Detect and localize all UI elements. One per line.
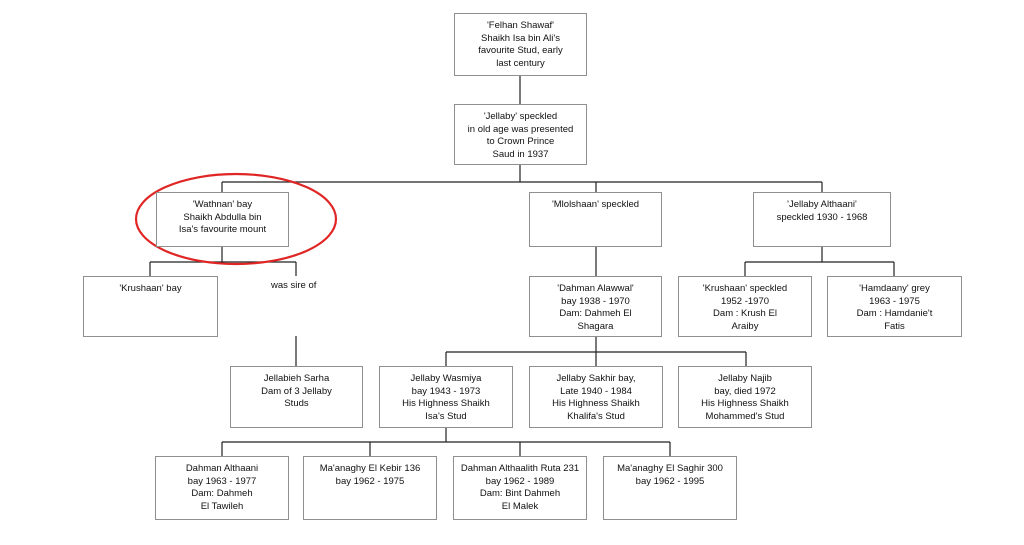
node-line: 'Dahman Alawwal' <box>557 283 634 294</box>
node-line: El Malek <box>501 500 539 512</box>
node-line: Ma'anaghy El Saghir 300 <box>617 463 723 474</box>
node-line: Dam : Hamdanie't <box>856 308 933 319</box>
node-jellaby-althaani: 'Jellaby Althaani'speckled 1930 - 1968 <box>753 192 891 247</box>
node-line: to Crown Prince <box>486 136 555 147</box>
highlight-circle <box>134 172 338 266</box>
node-line: favourite Stud, early <box>478 45 563 56</box>
node-line: 'Jellaby Althaani' <box>787 199 857 210</box>
node-line: bay 1963 - 1977 <box>187 475 257 487</box>
node-line: Fatis <box>884 320 905 332</box>
node-line: Dahman Althaalith Ruta 231 <box>460 463 580 474</box>
node-line: Shaikh Isa bin Ali's <box>481 32 560 44</box>
node-line: 'Felhan Shawaf' <box>486 20 554 31</box>
node-line: bay 1962 - 1975 <box>335 475 405 487</box>
node-line: 'Krushaan' bay <box>119 283 182 294</box>
node-line: Araiby <box>731 320 759 332</box>
node-line: His Highness Shaikh <box>402 398 490 409</box>
node-line: His Highness Shaikh <box>552 398 640 409</box>
node-line: El Tawileh <box>200 500 244 512</box>
node-line: Jellaby Najib <box>718 373 772 384</box>
node-line: Saud in 1937 <box>492 148 549 160</box>
node-line: 1952 -1970 <box>720 295 770 307</box>
node-line: Dam: Bint Dahmeh <box>479 488 561 499</box>
node-line: speckled 1930 - 1968 <box>776 211 868 223</box>
node-line: Isa's Stud <box>425 410 467 422</box>
node-line: 1963 - 1975 <box>869 295 920 307</box>
node-line: Dam : Krush El <box>713 308 777 319</box>
sire-label: was sire of <box>271 280 317 291</box>
node-line: His Highness Shaikh <box>701 398 789 409</box>
node-line: Ma'anaghy El Kebir 136 <box>319 463 421 474</box>
node-line: Studs <box>284 398 309 409</box>
node-line: bay 1962 - 1989 <box>485 475 555 487</box>
node-line: in old age was presented <box>467 123 574 135</box>
node-line: Dam of 3 Jellaby <box>261 385 332 397</box>
node-line: bay 1938 - 1970 <box>561 295 630 307</box>
node-line: 'Hamdaany' grey <box>859 283 930 294</box>
node-line: Shagara <box>577 320 614 332</box>
node-line: 'Mlolshaan' speckled <box>551 199 640 210</box>
node-line: last century <box>496 57 545 69</box>
node-krushaan-bay: 'Krushaan' bay <box>83 276 218 337</box>
node-line: Jellabieh Sarha <box>263 373 330 384</box>
node-line: Dam: Dahmeh <box>191 488 253 499</box>
node-line: 'Wathnan' bay <box>192 199 253 210</box>
node-line: bay 1962 - 1995 <box>635 475 705 487</box>
node-line: bay, died 1972 <box>714 385 776 397</box>
node-mlolshaan: 'Mlolshaan' speckled <box>529 192 662 247</box>
node-line: Shaikh Abdulla bin <box>183 211 262 223</box>
node-line: Isa's favourite mount <box>178 224 267 235</box>
node-line: 'Krushaan' speckled <box>702 283 788 294</box>
node-line: bay 1943 - 1973 <box>411 385 481 397</box>
node-line: Late 1940 - 1984 <box>560 385 632 397</box>
node-line: Dahman Althaani <box>185 463 259 474</box>
node-line: 'Jellaby' speckled <box>483 111 558 122</box>
node-line: Dam: Dahmeh El <box>559 308 632 319</box>
node-line: Mohammed's Stud <box>705 410 785 422</box>
node-line: Jellaby Sakhir bay, <box>556 373 636 384</box>
node-line: Jellaby Wasmiya <box>410 373 482 384</box>
node-line: Khalifa's Stud <box>567 410 625 422</box>
